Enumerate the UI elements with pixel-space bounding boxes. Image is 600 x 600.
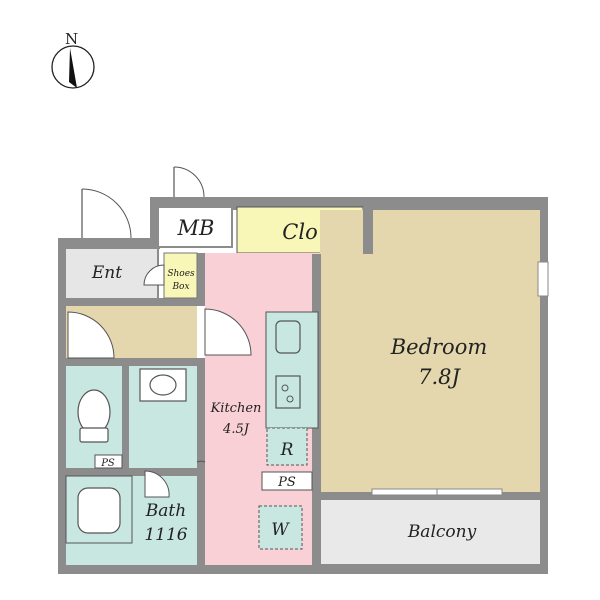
bedroom-label: Bedroom <box>390 335 488 359</box>
washer-label: W <box>271 520 290 540</box>
washroom-door-icon <box>144 470 170 498</box>
bedroom-window <box>537 261 549 297</box>
toilet-icon <box>77 389 111 443</box>
north-arrow-icon <box>69 48 77 88</box>
meter-box-door-icon <box>173 166 205 198</box>
pipe-space-lower <box>261 471 313 491</box>
refrigerator-space <box>266 427 308 466</box>
ent-step-door <box>143 264 165 286</box>
bathtub-icon <box>65 475 133 544</box>
washer-space <box>258 505 303 550</box>
kitchen-label: Kitchen <box>210 401 262 416</box>
kitchen-door-icon <box>204 308 252 356</box>
pipe-space-upper-label: PS <box>100 458 115 469</box>
bath-size-label: 1116 <box>144 525 187 545</box>
bedroom-wall-segment <box>363 207 373 254</box>
entrance-door-icon <box>81 188 132 239</box>
entrance-floor <box>66 249 158 298</box>
entrance-label: Ent <box>91 263 122 283</box>
compass: N <box>51 30 95 89</box>
refrigerator-label: R <box>280 440 294 460</box>
pipe-space-lower-label: PS <box>277 475 296 490</box>
kitchen-size-label: 4.5J <box>222 422 250 437</box>
sink-icon <box>275 320 301 354</box>
bath-label: Bath <box>145 501 186 521</box>
north-label: N <box>65 30 78 48</box>
shoes-box-label-line1: Shoes <box>167 269 195 279</box>
doors <box>67 166 252 498</box>
hallway-door-icon <box>67 311 115 359</box>
shoes-box <box>163 252 198 299</box>
kitchen-counter <box>265 311 319 429</box>
wash-basin-icon <box>139 368 187 402</box>
pipe-space-upper <box>94 454 123 469</box>
bedroom-floor <box>320 210 540 492</box>
balcony-floor <box>321 500 540 565</box>
closet-label: Clo <box>282 220 317 244</box>
shoes-box-label-line2: Box <box>171 282 189 292</box>
balcony-label: Balcony <box>407 522 477 542</box>
meter-box <box>157 206 233 248</box>
toilet-door-icon <box>196 460 206 463</box>
bedroom-size-label: 7.8J <box>418 365 461 389</box>
stove-icon <box>275 375 301 409</box>
meter-box-label: MB <box>177 216 215 240</box>
